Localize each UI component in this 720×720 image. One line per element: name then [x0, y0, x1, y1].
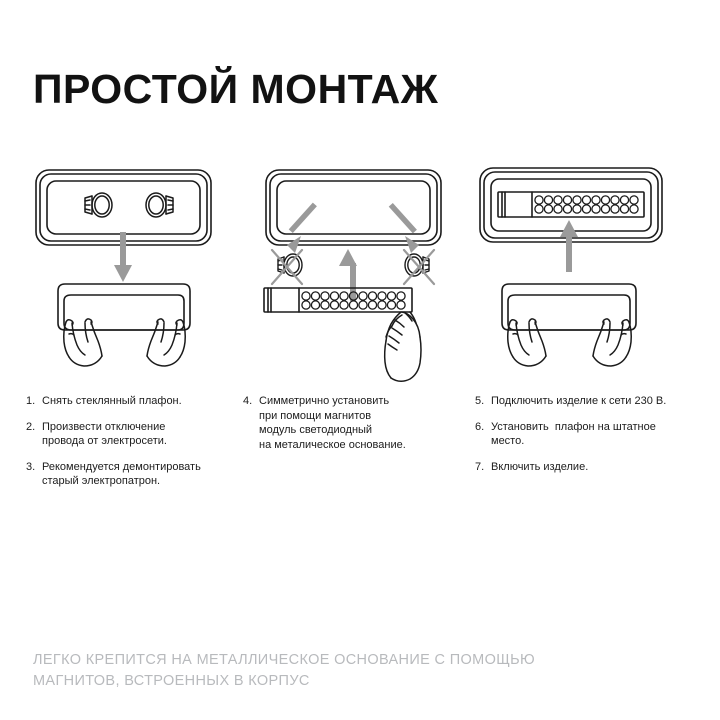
- step-item: 6. Установить плафон на штатное место.: [475, 420, 705, 449]
- glass-diffuser: [501, 283, 637, 331]
- cross-out-mark-right: [402, 248, 436, 286]
- steps-column-1: 1. Снять стеклянный плафон. 2. Произвест…: [26, 394, 236, 500]
- step-item: 7. Включить изделие.: [475, 460, 705, 475]
- step-text: Подключить изделие к сети 230 В.: [491, 395, 667, 407]
- step-text: Установить плафон на штатное место.: [491, 420, 656, 448]
- step-item: 2. Произвести отключение провода от элек…: [26, 420, 236, 449]
- panel-install-led-module: [252, 160, 472, 385]
- step-item: 5. Подключить изделие к сети 230 В.: [475, 394, 705, 409]
- step-number: 4.: [243, 395, 253, 407]
- hands-holding-diffuser-right: [592, 318, 632, 367]
- lamp-socket-right: [145, 192, 174, 218]
- led-module: [263, 287, 413, 313]
- hands-holding-diffuser: [507, 318, 547, 367]
- arrow-up-icon: [339, 249, 357, 301]
- step-text: Произвести отключение провода от электро…: [42, 420, 167, 448]
- steps-section: 1. Снять стеклянный плафон. 2. Произвест…: [0, 394, 720, 504]
- led-dots: [301, 291, 406, 310]
- step-number: 6.: [475, 420, 485, 433]
- step-number: 5.: [475, 395, 485, 407]
- led-dots: [534, 195, 639, 214]
- step-number: 3.: [26, 460, 36, 473]
- steps-column-2: 4. Симметрично установить при помощи маг…: [243, 394, 458, 463]
- panel-remove-glass-diffuser: [28, 160, 248, 385]
- step-item: 4. Симметрично установить при помощи маг…: [243, 394, 458, 452]
- step-number: 1.: [26, 395, 36, 407]
- step-number: 7.: [475, 460, 485, 473]
- cross-out-mark-left: [270, 248, 304, 286]
- panel-mount-diffuser: [472, 160, 692, 385]
- glass-diffuser: [57, 283, 191, 331]
- step-item: 1. Снять стеклянный плафон.: [26, 394, 236, 409]
- empty-ceiling-base: [265, 169, 442, 246]
- illustration-row: [0, 160, 720, 385]
- step-text: Симметрично установить при помощи магнит…: [259, 395, 406, 451]
- step-item: 3. Рекомендуется демонтировать старый эл…: [26, 460, 236, 489]
- lamp-socket-left: [84, 192, 113, 218]
- hand-holding-led-module: [383, 311, 422, 382]
- installed-led-module: [497, 191, 645, 218]
- arrow-down-icon: [114, 232, 132, 282]
- hands-holding-diffuser: [63, 318, 103, 367]
- hands-holding-diffuser-right: [146, 318, 186, 367]
- steps-column-3: 5. Подключить изделие к сети 230 В. 6. У…: [475, 394, 705, 485]
- step-text: Включить изделие.: [491, 460, 589, 473]
- arrow-diagonal-left-icon: [287, 202, 317, 253]
- footer-note: Легко крепится на металлическое основани…: [33, 652, 536, 689]
- arrow-up-icon: [560, 220, 578, 272]
- step-text: Рекомендуется демонтировать старый элект…: [42, 460, 201, 488]
- step-number: 2.: [26, 420, 36, 433]
- step-text: Снять стеклянный плафон.: [42, 395, 182, 407]
- page-title: Простой монтаж: [33, 66, 439, 113]
- arrow-diagonal-right-icon: [388, 202, 419, 253]
